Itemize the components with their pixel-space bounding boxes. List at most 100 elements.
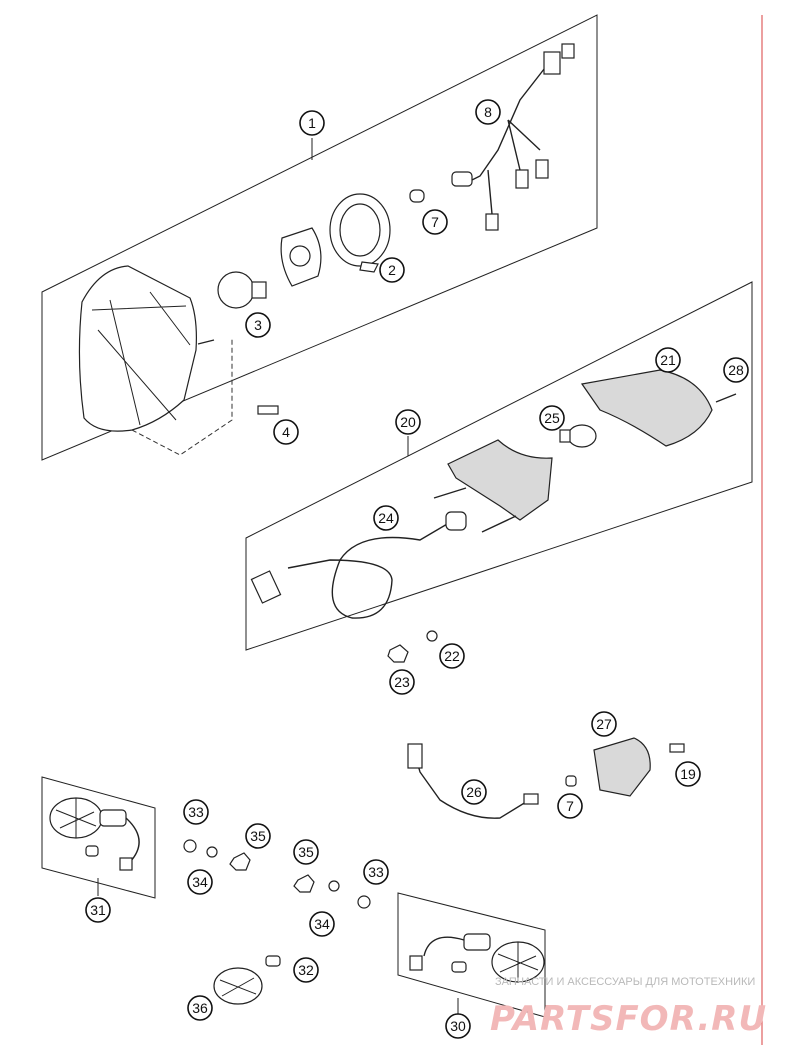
callout-number: 27 xyxy=(596,716,612,732)
taillight-group xyxy=(245,281,753,663)
turn-signal-right-lens-grid xyxy=(497,942,539,982)
callout-number: 21 xyxy=(660,352,676,368)
taillight-nut xyxy=(387,644,409,663)
callout-32: 32 xyxy=(293,957,319,983)
taillight-bulb xyxy=(567,424,597,448)
turn-signal-lens-36-grid xyxy=(219,977,257,997)
headlight-wire-terminal-c xyxy=(485,213,499,231)
callout-layer: 1234782021222324252826277193335343533343… xyxy=(85,99,749,1039)
watermark-logo: PARTSFOR.RU xyxy=(490,999,767,1039)
callout-27: 27 xyxy=(591,711,617,737)
callout-number: 1 xyxy=(308,115,316,131)
callout-number: 8 xyxy=(484,104,492,120)
headlight-mount-stud xyxy=(197,339,215,345)
callout-circle xyxy=(461,779,487,805)
headlight-socket xyxy=(451,171,473,187)
taillight-socket xyxy=(445,511,467,531)
headlight-screw xyxy=(257,405,279,415)
turn-signal-left-connector xyxy=(119,857,133,871)
callout-22: 22 xyxy=(439,643,465,669)
taillight-connector xyxy=(250,570,282,604)
callout-circle xyxy=(475,99,501,125)
license-light-housing xyxy=(593,737,651,797)
callout-3: 3 xyxy=(245,312,271,338)
lock-washer-34a xyxy=(206,846,218,858)
callout-33: 33 xyxy=(363,859,389,885)
callout-20: 20 xyxy=(395,409,421,435)
headlight-mask-facets xyxy=(91,291,191,426)
callout-number: 36 xyxy=(192,1000,208,1016)
turn-signal-left-stem xyxy=(99,809,127,827)
callout-31: 31 xyxy=(85,897,111,923)
callout-circle xyxy=(363,859,389,885)
callout-circle xyxy=(422,209,448,235)
callout-circle xyxy=(299,110,325,136)
callout-circle xyxy=(439,643,465,669)
callout-number: 22 xyxy=(444,648,460,664)
turn-signal-right-panel xyxy=(397,892,546,1018)
callout-30: 30 xyxy=(445,1013,471,1039)
callout-34: 34 xyxy=(309,911,335,937)
callout-circle xyxy=(293,839,319,865)
callout-circle xyxy=(245,823,271,849)
license-light-connector xyxy=(407,743,423,769)
callout-26: 26 xyxy=(461,779,487,805)
turn-signal-right-stem xyxy=(463,933,491,951)
callout-number: 31 xyxy=(90,902,106,918)
reflector-ring-inner xyxy=(339,203,381,257)
turn-signal-left-wire xyxy=(125,817,140,863)
license-light-wire xyxy=(415,757,527,819)
callout-number: 28 xyxy=(728,362,744,378)
callout-circle xyxy=(273,419,299,445)
callout-number: 2 xyxy=(388,262,396,278)
callout-circle xyxy=(187,869,213,895)
taillight-bulb-base xyxy=(559,429,571,443)
washer-33b xyxy=(357,895,371,909)
bulb-holder-ring xyxy=(289,245,311,267)
callout-number: 33 xyxy=(368,864,384,880)
callout-28: 28 xyxy=(723,357,749,383)
callout-circle xyxy=(183,799,209,825)
callout-number: 32 xyxy=(298,962,314,978)
callout-number: 20 xyxy=(400,414,416,430)
callout-circle xyxy=(591,711,617,737)
callout-21: 21 xyxy=(655,347,681,373)
callout-circle xyxy=(293,957,319,983)
callout-number: 3 xyxy=(254,317,262,333)
headlight-dashed-guide xyxy=(131,338,233,456)
callout-number: 7 xyxy=(431,214,439,230)
callout-number: 35 xyxy=(250,828,266,844)
headlight-bulb-base xyxy=(251,281,267,299)
callout-36: 36 xyxy=(187,995,213,1021)
lock-washer-34b xyxy=(328,880,340,892)
washer-33a xyxy=(183,839,197,853)
callout-number: 26 xyxy=(466,784,482,800)
callout-number: 24 xyxy=(378,510,394,526)
turn-signal-left-group xyxy=(41,776,156,899)
turn-signal-left-panel xyxy=(41,776,156,899)
callout-circle xyxy=(557,793,583,819)
turn-signal-lens-36 xyxy=(213,967,263,1005)
callout-circle xyxy=(373,505,399,531)
headlight-mask xyxy=(78,265,197,432)
nut-35b xyxy=(293,874,315,893)
callout-number: 30 xyxy=(450,1018,466,1034)
callout-33: 33 xyxy=(183,799,209,825)
callout-number: 34 xyxy=(314,916,330,932)
callout-circle xyxy=(389,669,415,695)
nut-35a xyxy=(229,852,251,871)
turn-signal-right-connector xyxy=(409,955,423,971)
callout-25: 25 xyxy=(539,405,565,431)
turn-signal-right-group xyxy=(397,892,546,1018)
turn-signal-right-bulb xyxy=(451,961,467,973)
headlight-wire-terminal-a xyxy=(515,169,529,189)
headlight-connector-plug xyxy=(561,43,575,59)
taillight-stud-b xyxy=(481,515,517,533)
headlight-group xyxy=(41,14,598,461)
callout-19: 19 xyxy=(675,761,701,787)
turn-signal-bulb-32 xyxy=(265,955,281,967)
callout-number: 7 xyxy=(566,798,574,814)
turn-signal-left-bulb xyxy=(85,845,99,857)
callout-4: 4 xyxy=(273,419,299,445)
